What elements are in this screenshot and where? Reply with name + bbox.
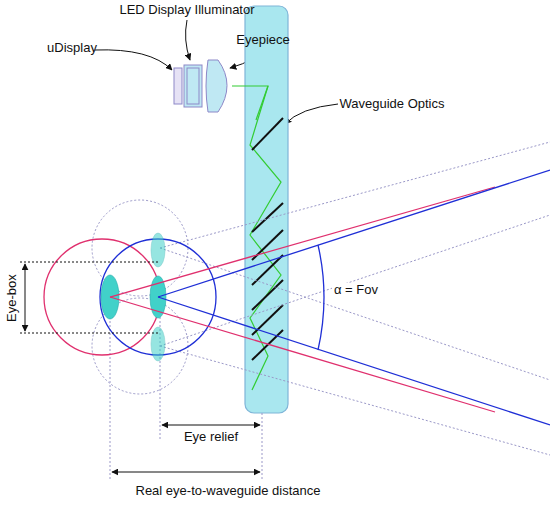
distance-label: Real eye-to-waveguide distance bbox=[136, 484, 321, 498]
eye-relief-label: Eye relief bbox=[184, 430, 238, 444]
udisplay-label: uDisplay bbox=[47, 41, 97, 55]
eyepiece-label: Eyepiece bbox=[236, 33, 289, 47]
waveguide-label: Waveguide Optics bbox=[339, 97, 444, 111]
fov-label: α = Fov bbox=[332, 283, 380, 297]
led-label: LED Display Illuminator bbox=[119, 3, 254, 17]
eyebox-label: Eye-box bbox=[5, 272, 19, 324]
